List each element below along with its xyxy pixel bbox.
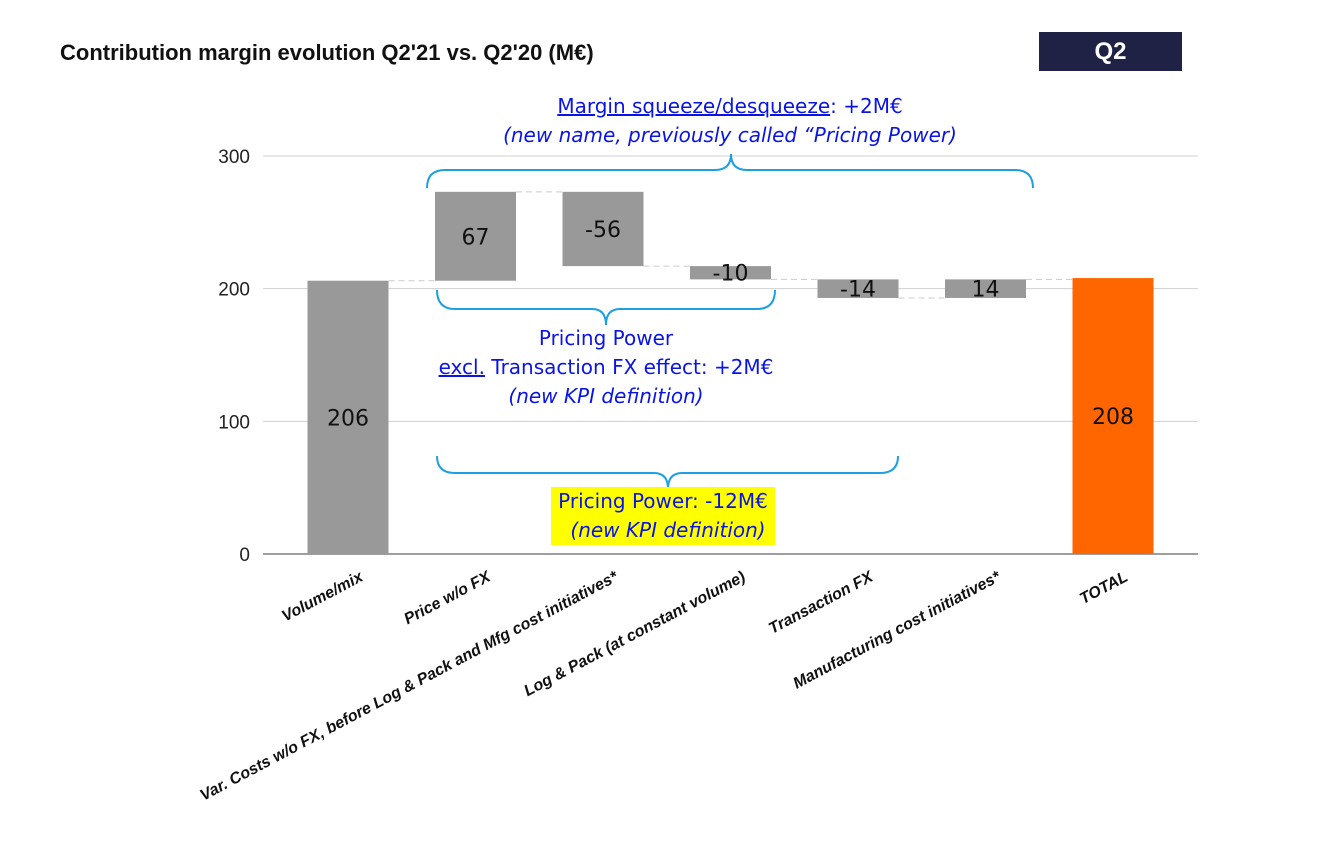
brace-pricing-power	[436, 455, 899, 490]
margin-squeeze-note: (new name, previously called “Pricing Po…	[503, 123, 957, 147]
pricing-power-excl-annotation: excl. Transaction FX effect: +2M€	[439, 355, 774, 379]
bar	[945, 279, 1026, 298]
x-tick-label: Volume/mix	[279, 568, 367, 625]
y-tick-label: 200	[218, 280, 250, 301]
y-tick-label: 0	[239, 545, 250, 566]
y-tick-label: 300	[218, 147, 250, 168]
bar	[1072, 278, 1154, 554]
bar	[307, 280, 389, 554]
chart-title: Contribution margin evolution Q2'21 vs. …	[60, 40, 594, 65]
x-tick-label: Price w/o FX	[401, 568, 494, 628]
data-label: -56	[585, 218, 621, 243]
x-tick-label: Log & Pack (at constant volume)	[521, 569, 748, 700]
data-label: 208	[1092, 405, 1134, 430]
y-tick-label: 100	[218, 412, 250, 433]
data-label: 14	[972, 278, 1000, 303]
highlight	[551, 487, 775, 545]
bar	[817, 279, 899, 298]
pricing-power-excl-note: (new KPI definition)	[508, 384, 703, 408]
brace-margin-squeeze	[426, 153, 1034, 189]
pricing-power-note: (new KPI definition)	[570, 518, 765, 542]
margin-squeeze-annotation: Margin squeeze/desqueeze: +2M€	[557, 94, 902, 118]
brace-pricing-power-excl	[436, 289, 776, 326]
pricing-power-annotation: Pricing Power: -12M€	[558, 489, 768, 513]
pricing-power-excl-title: Pricing Power	[539, 326, 674, 350]
x-tick-label: Manufacturing cost initiatives*	[791, 568, 1005, 692]
x-tick-label: TOTAL	[1077, 569, 1131, 608]
x-tick-label: Var. Costs w/o FX, before Log & Pack and…	[197, 568, 621, 804]
bar	[435, 191, 516, 281]
data-label: 67	[462, 225, 490, 250]
x-tick-label: Transaction FX	[766, 568, 877, 638]
bar	[690, 266, 771, 280]
data-label: -14	[840, 278, 876, 303]
data-label: -10	[713, 262, 749, 287]
data-label: 206	[327, 406, 369, 431]
bar	[562, 191, 644, 267]
period-badge: Q2	[1039, 32, 1182, 71]
